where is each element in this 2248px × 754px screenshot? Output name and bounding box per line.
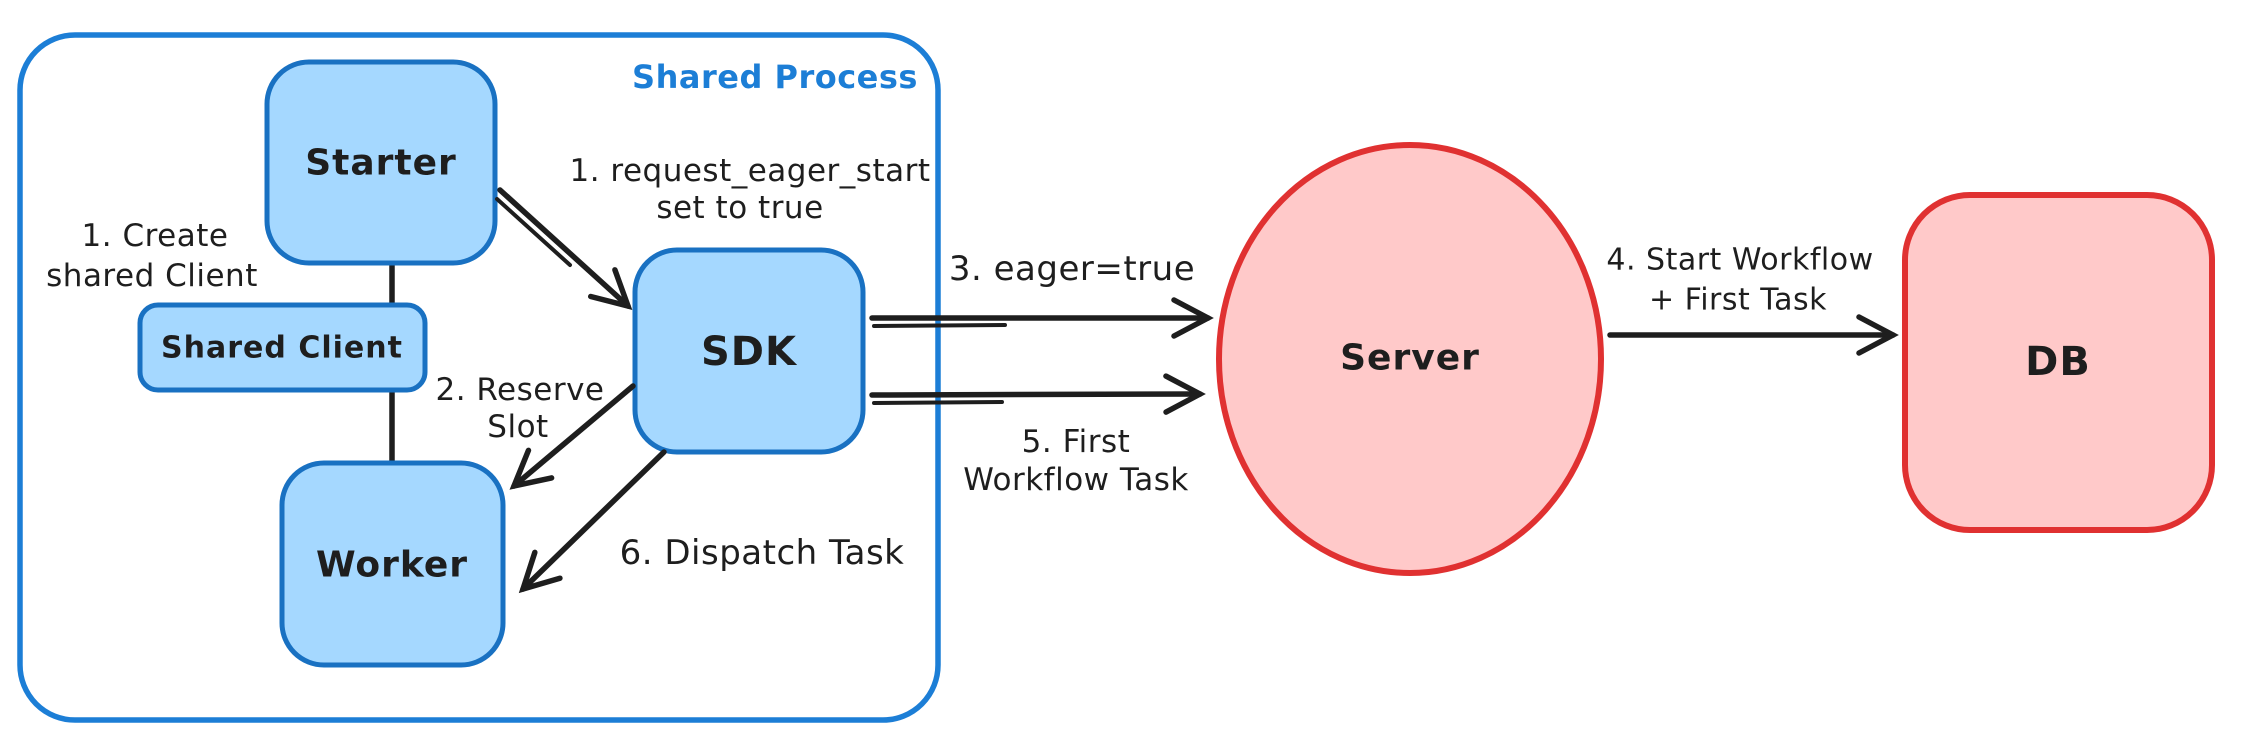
arrow-sdk-to-server-eager-sketch-stroke <box>872 323 1007 328</box>
starter-box <box>264 59 498 266</box>
node-server: Server <box>1216 142 1604 576</box>
arrow-sdk-to-server-first-task-sketch-stroke <box>872 400 1004 405</box>
edge-label-start-workflow: 4. Start Workflow + First Task <box>1606 243 1873 318</box>
db-label: DB <box>2025 339 2091 385</box>
shared-process-label: Shared Process <box>632 58 918 96</box>
server-ellipse <box>1216 142 1604 576</box>
node-worker: Worker <box>279 460 506 668</box>
edge-label-first-workflow-task-line1: 5. First <box>1022 424 1131 460</box>
shared-process-container <box>17 32 941 723</box>
edge-label-reserve-slot: 2. Reserve Slot <box>435 372 604 445</box>
edge-label-request-eager-start: 1. request_eager_start set to true <box>569 153 930 226</box>
worker-box <box>279 460 506 668</box>
edge-label-request-eager-start-line1: 1. request_eager_start <box>569 153 930 189</box>
db-box <box>1902 192 2215 533</box>
node-starter: Starter <box>264 59 498 266</box>
arrow-sdk-to-server-first-task <box>869 373 1206 415</box>
edge-label-eager-true: 3. eager=true <box>949 249 1195 289</box>
edge-label-first-workflow-task: 5. First Workflow Task <box>963 424 1189 498</box>
arrow-starter-to-sdk <box>497 187 633 310</box>
edge-label-reserve-slot-line2: Slot <box>487 409 548 445</box>
node-sdk: SDK <box>632 247 866 455</box>
arrow-starter-to-sdk-sketch-stroke <box>495 197 572 267</box>
edge-label-create-shared-client-line2: shared Client <box>46 258 258 294</box>
arrow-sdk-to-worker-dispatch <box>518 449 667 594</box>
server-label: Server <box>1340 338 1480 379</box>
edge-label-start-workflow-line1: 4. Start Workflow <box>1606 243 1873 278</box>
starter-label: Starter <box>305 143 457 184</box>
edge-label-first-workflow-task-line2: Workflow Task <box>963 462 1189 498</box>
shared-client-box <box>137 302 428 393</box>
edge-label-create-shared-client-line1: 1. Create <box>82 218 229 254</box>
shared-client-label: Shared Client <box>161 331 403 366</box>
edge-label-reserve-slot-line1: 2. Reserve <box>435 372 604 408</box>
edge-label-request-eager-start-line2: set to true <box>656 190 823 226</box>
edge-label-start-workflow-line2: + First Task <box>1649 283 1827 318</box>
sdk-label: SDK <box>701 329 798 375</box>
node-db: DB <box>1902 192 2215 533</box>
edge-label-dispatch-task: 6. Dispatch Task <box>620 533 905 573</box>
sdk-box <box>632 247 866 455</box>
edge-label-create-shared-client: 1. Create shared Client <box>46 218 258 294</box>
node-shared-client: Shared Client <box>137 302 428 393</box>
arrow-sdk-to-worker-reserve <box>509 383 636 490</box>
worker-label: Worker <box>316 545 468 586</box>
